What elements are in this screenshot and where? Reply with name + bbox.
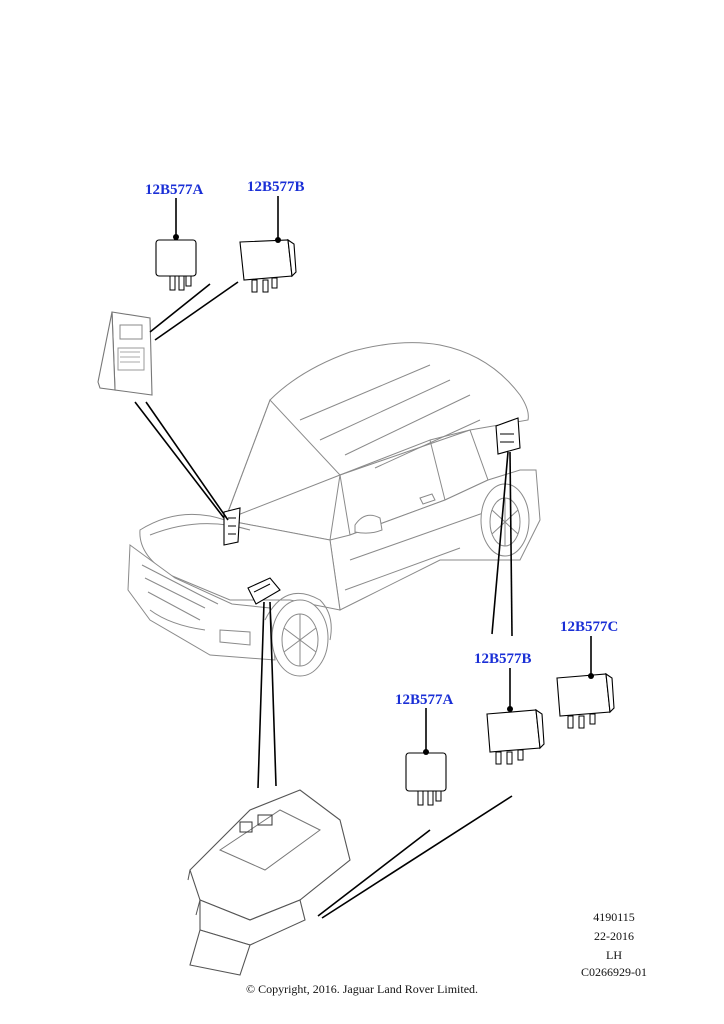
date-code: 22-2016 xyxy=(594,929,634,943)
engine-bay-fuse-box xyxy=(187,789,351,976)
ref-number: 4190115 xyxy=(593,910,635,924)
leader-lines xyxy=(134,196,592,919)
callout-12b577a-bottom: 12B577A xyxy=(395,692,454,708)
bracket-rear xyxy=(495,417,521,455)
bracket-cabin xyxy=(223,507,241,546)
relay-12b577b-top xyxy=(239,237,297,293)
side-code: LH xyxy=(606,948,622,962)
vehicle-outline xyxy=(127,342,541,677)
relay-12b577a-bottom xyxy=(405,749,447,806)
junction-box-top xyxy=(97,311,153,396)
callout-12b577c-bottom: 12B577C xyxy=(560,619,619,635)
copyright-notice: © Copyright, 2016. Jaguar Land Rover Lim… xyxy=(245,982,479,996)
relay-12b577b-bottom xyxy=(486,706,545,765)
callout-12b577b-bottom: 12B577B xyxy=(474,651,532,667)
relay-12b577a-top xyxy=(155,234,197,291)
callout-12b577b-top: 12B577B xyxy=(247,179,305,195)
bracket-engine-bay xyxy=(247,577,281,605)
callout-12b577a-top: 12B577A xyxy=(145,182,204,198)
illustration-code: C0266929-01 xyxy=(581,965,647,979)
relay-12b577c-bottom xyxy=(556,672,615,729)
